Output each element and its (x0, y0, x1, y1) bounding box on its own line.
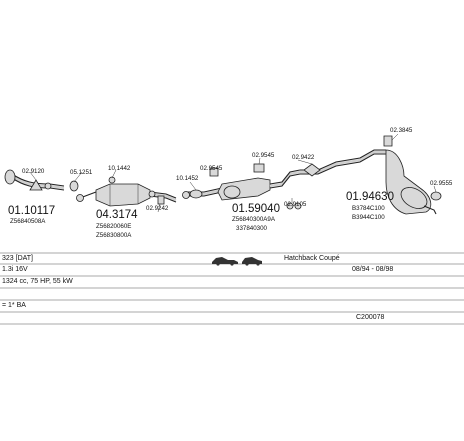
part-label-bracket: 02.9105 (284, 201, 307, 208)
hatchback-car-icon (212, 257, 262, 266)
part-number-rear-silencer: 01.94630 (346, 191, 394, 203)
part-label-hanger-2: 02.9422 (292, 154, 315, 161)
hardware-hanger-4 (430, 191, 442, 201)
leader-lines (29, 133, 437, 213)
vehicle-spec: 1324 cc, 75 HP, 55 kW (2, 278, 73, 285)
part-label-hanger-4: 02.9555 (430, 180, 453, 187)
vehicle-info-table (0, 252, 464, 325)
hardware-hanger-2 (303, 163, 321, 177)
oem-number-rear-1: B3784C100 (352, 205, 385, 212)
part-number-middle-silencer: 01.59040 (232, 203, 280, 215)
catalytic-converter-assembly (76, 183, 177, 207)
part-label-gasket: 02.9242 (146, 205, 169, 212)
hardware-clip-front (29, 179, 43, 191)
hardware-mount-mid (209, 167, 219, 177)
hardware-bracket (286, 202, 302, 210)
hardware-clamp-05 (69, 180, 79, 192)
oem-number-middle-2: 337840300 (236, 225, 268, 232)
part-number-front-pipe: 01.10117 (8, 205, 55, 217)
oem-number-front-pipe: Z56840508A (10, 218, 46, 225)
part-label-hanger-1: 02.9545 (252, 152, 275, 159)
hardware-clamp-10 (108, 176, 116, 184)
hardware-hanger-1 (253, 163, 265, 173)
hardware-hanger-3 (383, 135, 393, 147)
oem-number-catalyst-1: Z56820060E (96, 223, 131, 230)
catalytic-converter-body (95, 183, 151, 207)
front-pipe-flange (4, 169, 16, 185)
oem-number-middle-1: Z56840300A9A (232, 216, 276, 223)
oem-number-rear-2: B3944C100 (352, 214, 385, 221)
middle-silencer-assembly (182, 169, 301, 201)
hardware-clamp-mid (189, 189, 203, 199)
oem-number-catalyst-2: Z56830800A (96, 232, 132, 239)
part-label-clamp-05: 05.1251 (70, 169, 93, 176)
vehicle-body-type: Hatchback Coupé (284, 255, 340, 262)
hardware-gasket (157, 195, 165, 205)
system-code: C200078 (356, 314, 385, 321)
vehicle-years: 08/94 - 08/98 (352, 266, 394, 273)
part-label-mount-mid: 02.9545 (200, 165, 223, 172)
vehicle-engine: 1.3i 16V (2, 266, 28, 273)
rear-silencer-assembly (300, 149, 437, 215)
front-pipe-assembly (4, 169, 65, 191)
part-number-catalyst: 04.3174 (96, 209, 138, 221)
part-label-clamp-mid: 10.1452 (176, 175, 199, 182)
part-label-hanger-3: 02.3845 (390, 127, 413, 134)
vehicle-model: 323 [DAT] (2, 255, 33, 262)
part-label-clip-front: 02.9120 (22, 168, 45, 175)
part-label-clamp-10: 10.1442 (108, 165, 131, 172)
vehicle-fuel: = 1* BA (2, 302, 26, 309)
